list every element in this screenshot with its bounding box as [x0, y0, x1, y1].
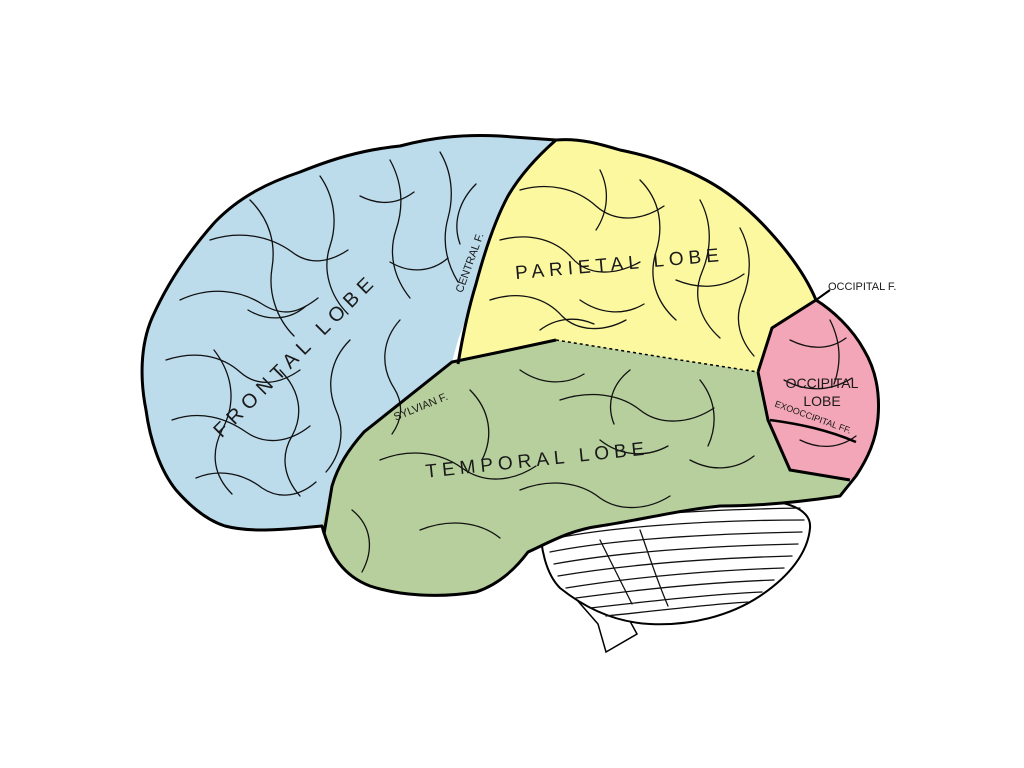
central-fissure [456, 138, 557, 365]
cerebrum-outline [140, 133, 880, 597]
occipital-lobe-region [758, 300, 879, 480]
exoccipital-fissure [756, 371, 851, 482]
gyri-texture [165, 151, 857, 573]
occipital-pointer [815, 289, 831, 301]
occipital-fissure [756, 298, 817, 373]
occipital-fissure-label: OCCIPITAL F. [828, 281, 896, 293]
cerebellum [538, 493, 812, 626]
occipital-lobe-label-line1: OCCIPITAL [786, 375, 859, 391]
exoccipital-fissure-branch [769, 418, 857, 444]
temporal-lobe-region [322, 340, 850, 596]
occipital-lobe-label-line2: LOBE [803, 393, 840, 409]
parietal-lobe-region [458, 139, 816, 372]
sylvian-fissure [322, 338, 557, 535]
